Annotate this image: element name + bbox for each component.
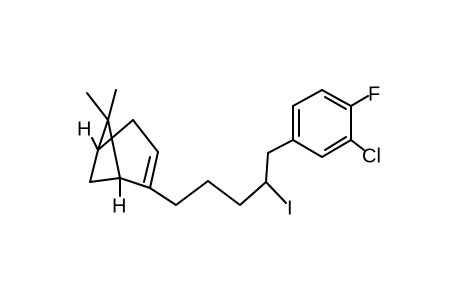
ring-bond-2 [292,89,323,107]
ring-bond-6 [292,139,323,158]
ring-bond-3 [321,89,352,107]
bond-c-cl [350,139,365,151]
chlorine-label: Cl [362,145,381,167]
bond-cyclobutane-bottom [89,177,121,183]
fluorine-label: F [368,83,380,105]
hydrogen-bottom-label: H [112,195,126,217]
bond-chain-to-benzyl [265,152,269,183]
bond-c-i [265,181,287,204]
bond-bridgehead-to-ch2 [97,119,134,151]
stereo-hash-top-h [91,137,99,151]
bond-c-f [350,95,369,107]
alkyl-chain [149,152,287,206]
bond-chain-4 [239,181,267,206]
bond-chain-3 [207,180,241,206]
bond-bridgehead-left-cyclobutane [89,149,99,183]
benzene-ring [267,89,369,158]
bicyclic-core [86,89,159,197]
bond-gem-dimethyl-methyl-right [107,89,117,121]
ring-bond-5 [321,139,352,158]
bond-alkene-to-bridgehead [119,177,151,189]
bond-ch2-to-alkene [132,119,159,153]
bond-chain-1 [149,187,177,206]
ring-double-2 [324,96,347,110]
bond-bridge-top [97,119,109,151]
bond-alkene-inner [143,156,151,183]
bond-gem-dimethyl-methyl-left [86,92,109,121]
bond-alkene [149,151,159,189]
bond-chain-2 [175,180,209,206]
bond-benzyl-to-ring [267,139,294,154]
hydrogen-top-label: H [77,118,91,140]
iodine-label: I [287,197,293,219]
ring-double-3 [324,136,347,151]
bond-bridge-down [107,119,121,179]
